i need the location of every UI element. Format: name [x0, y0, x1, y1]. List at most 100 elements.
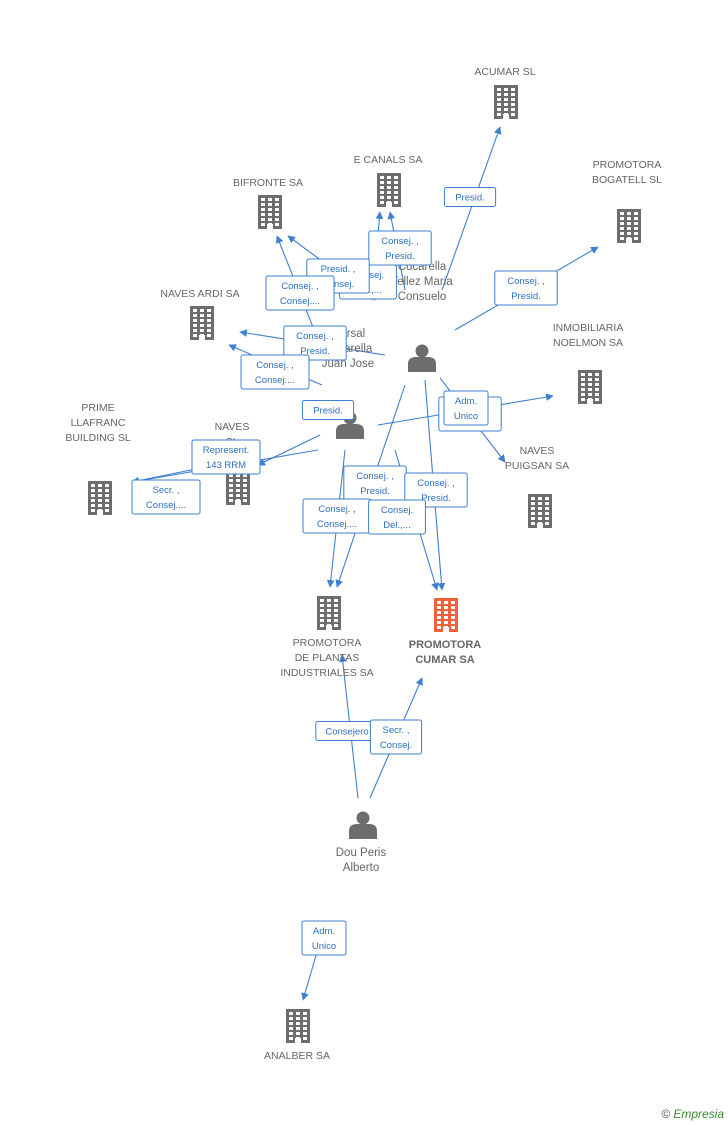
edge-label-box: [301, 920, 347, 956]
edge-label-text: Presid.: [360, 486, 390, 497]
node-navesx[interactable]: NAVESSL: [215, 421, 250, 505]
nodes-layer: ACUMAR SL E CANALS SA BIFRONTE SA PROMOTORA…: [65, 66, 662, 1062]
edge-label-juanjose-navesx[interactable]: Presid.: [301, 400, 355, 420]
node-label-plantas: DE PLANTAS: [295, 652, 360, 664]
edge-label-alberto-plantas[interactable]: Consejero: [315, 721, 379, 741]
edge-line-consuelo-acumar: [441, 126, 502, 291]
edge-label-box: [368, 230, 432, 266]
edge-label-text: Unico: [454, 411, 478, 422]
node-navesardi[interactable]: NAVES ARDI SA: [160, 288, 240, 340]
edge-label-text: Adm.: [313, 926, 335, 937]
building-icon: [88, 481, 112, 515]
edge-label-box: [368, 499, 426, 535]
edge-label-text: Represent.: [203, 445, 249, 456]
person-icon: [408, 344, 436, 372]
node-label-juanjose: Juan Jose: [322, 358, 374, 370]
building-icon: [226, 471, 250, 505]
node-bifronte[interactable]: BIFRONTE SA: [233, 177, 303, 229]
node-label-alberto: Dou Peris: [336, 847, 387, 859]
building-icon: [617, 209, 641, 243]
edge-label-text: Consej....: [280, 296, 320, 307]
node-ecanals[interactable]: E CANALS SA: [354, 154, 423, 207]
edge-label-box: [443, 390, 489, 426]
edge-label-box: [265, 275, 335, 311]
edge-label-box: [283, 325, 347, 361]
edge-label-text: Consej.: [380, 740, 412, 751]
edge-label-text: Presid.: [385, 251, 415, 262]
edge-label-box: [404, 472, 468, 508]
node-label-analber: ANALBER SA: [264, 1050, 330, 1062]
edge-label-text: Presid.: [421, 493, 451, 504]
brand-name: Empresia: [673, 1107, 724, 1121]
node-label-prime: BUILDING SL: [65, 432, 131, 444]
edge-label-juanjose-plantas[interactable]: Consej. ,Consej....: [302, 498, 372, 534]
edge-label-text: Presid.: [313, 406, 343, 417]
edge-labels-layer: Presid.Consej. ,Presid.Consej. ,Presid.C…: [131, 187, 558, 956]
node-label-puigsan: PUIGSAN SA: [505, 460, 569, 472]
edge-label-alberto-cumar[interactable]: Secr. ,Consej.: [369, 719, 423, 755]
node-noelmon[interactable]: INMOBILIARIA NOELMON SA: [553, 322, 624, 404]
edge-label-box: [240, 354, 310, 390]
node-label-noelmon: INMOBILIARIA: [553, 322, 624, 334]
node-acumar[interactable]: ACUMAR SL: [474, 66, 536, 119]
node-label-bogatell: BOGATELL SL: [592, 174, 662, 186]
edge-label-box: [443, 187, 497, 207]
edge-label-text: Consej.: [381, 505, 413, 516]
edge-label-consuelo-bogatell[interactable]: Consej. ,Presid.: [494, 270, 558, 306]
edge-label-box: [369, 719, 423, 755]
edge-label-juanjose-noelmon[interactable]: Adm. Unico: [443, 390, 489, 426]
edge-label-juanjose-navesardi[interactable]: Consej. ,Consej....: [240, 354, 310, 390]
edge-label-text: Unico: [312, 941, 336, 952]
node-label-cumar: CUMAR SA: [415, 654, 474, 666]
edge-label-alberto-analber[interactable]: Adm. Unico: [301, 920, 347, 956]
edge-label-text: Del.,...: [383, 520, 410, 531]
edge-label-juanjose-prime[interactable]: Secr. , Consej....: [131, 479, 201, 515]
edge-label-navesx-prime[interactable]: Represent. 143 RRM: [191, 439, 261, 475]
edge-label-box: [131, 479, 201, 515]
edge-label-text: Presid.: [300, 346, 330, 357]
edge-label-text: Consej. ,: [417, 478, 455, 489]
edge-label-text: Consejero: [325, 727, 368, 738]
node-label-cumar: PROMOTORA: [409, 639, 482, 651]
edge-label-consuelo-ecanals[interactable]: Consej. , Presid.: [368, 230, 432, 266]
edge-label-text: Consej....: [146, 500, 186, 511]
edge-label-text: 143 RRM: [206, 460, 246, 471]
building-icon: [258, 195, 282, 229]
edge-label-juanjose-cumar[interactable]: Consej. Del.,...: [368, 499, 426, 535]
node-label-alberto: Alberto: [343, 862, 379, 874]
node-analber[interactable]: ANALBER SA: [264, 1009, 330, 1062]
node-label-noelmon: NOELMON SA: [553, 337, 623, 349]
node-label-acumar: ACUMAR SL: [474, 66, 535, 78]
edge-label-juanjose-bifronte[interactable]: Consej. , Consej....: [265, 275, 335, 311]
edge-label-text: Consej. ,: [281, 281, 319, 292]
edge-label-consuelo-plantas[interactable]: Consej. , Presid.: [343, 465, 407, 501]
edge-label-text: Consej. ,: [256, 360, 294, 371]
edge-label-text: Secr. ,: [153, 485, 180, 496]
node-label-plantas: PROMOTORA: [293, 637, 362, 649]
edge-label-consuelo-navesardi[interactable]: Consej. ,Presid.: [283, 325, 347, 361]
building-icon: [494, 85, 518, 119]
node-label-prime: PRIME: [81, 402, 114, 414]
edge-label-text: Consej. ,: [318, 504, 356, 515]
edge-label-consuelo-acumar[interactable]: Presid.: [443, 187, 497, 207]
edge-label-text: Consej. ,: [356, 471, 394, 482]
edge-label-consuelo-cumar[interactable]: Consej. , Presid.: [404, 472, 468, 508]
node-cumar[interactable]: PROMOTORA CUMAR SA: [409, 598, 482, 666]
edge-label-text: Consej. ,: [381, 236, 419, 247]
edge-label-text: Presid.: [511, 291, 541, 302]
edge-label-text: Presid.: [455, 193, 485, 204]
brand-footer: ©Empresia: [661, 1107, 724, 1121]
building-icon: [317, 596, 341, 630]
edge-label-text: Adm.: [455, 396, 477, 407]
edge-label-text: Presid. ,: [321, 264, 356, 275]
node-label-ecanals: E CANALS SA: [354, 154, 423, 166]
node-label-bifronte: BIFRONTE SA: [233, 177, 303, 189]
edge-label-box: [494, 270, 558, 306]
